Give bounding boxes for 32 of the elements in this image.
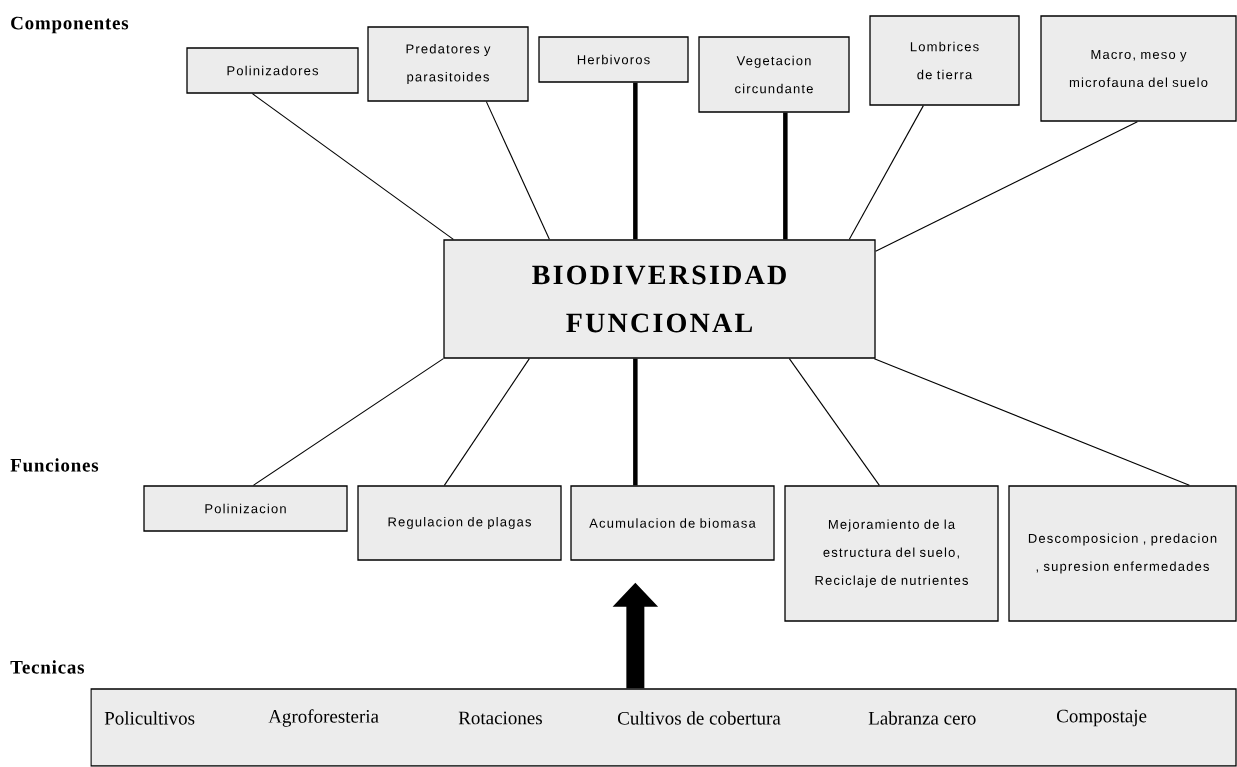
technique-text: Policultivos — [104, 711, 195, 725]
component-box: Macro, meso y microfauna del suelo — [1040, 15, 1237, 122]
technique-text: Cultivos de cobertura — [618, 711, 781, 725]
connector-line — [485, 101, 550, 240]
connector-line — [251, 93, 454, 240]
connector-line — [788, 358, 880, 486]
section-heading: Componentes — [11, 16, 129, 34]
function-box: Acumulacion de biomasa — [570, 485, 775, 561]
connector-line — [633, 358, 638, 486]
function-box: Regulacion de plagas — [357, 485, 562, 561]
section-heading: Tecnicas — [10, 660, 85, 674]
function-box: Descomposicion , predacion , supresion enfermedades — [1008, 485, 1237, 622]
function-box: Polinizacion — [143, 485, 348, 532]
technique-text: Labranza cero — [868, 711, 976, 725]
connector-line — [873, 358, 1190, 486]
connector-line — [633, 82, 638, 240]
technique-text: Compostaje — [1057, 709, 1147, 727]
technique-text: Agroforesteria — [268, 709, 379, 727]
connector-line — [875, 121, 1138, 252]
connector-line — [848, 105, 924, 240]
component-box: Predatores y parasitoides — [367, 26, 529, 102]
section-heading: Funciones — [10, 458, 99, 472]
component-box: Polinizadores — [186, 47, 359, 94]
component-box: Vegetacion circundante — [698, 36, 850, 113]
connector-line — [783, 112, 788, 240]
function-box: Mejoramiento de la estructura del suelo, Reciclaje de nutrientes — [784, 485, 999, 622]
component-box: Herbivoros — [538, 36, 689, 83]
component-box: Lombrices de tierra — [869, 15, 1020, 106]
central-box: BIODIVERSIDAD FUNCIONAL — [443, 239, 876, 359]
connector-line — [252, 358, 444, 486]
technique-text: Rotaciones — [458, 711, 542, 725]
connector-line — [443, 358, 530, 486]
